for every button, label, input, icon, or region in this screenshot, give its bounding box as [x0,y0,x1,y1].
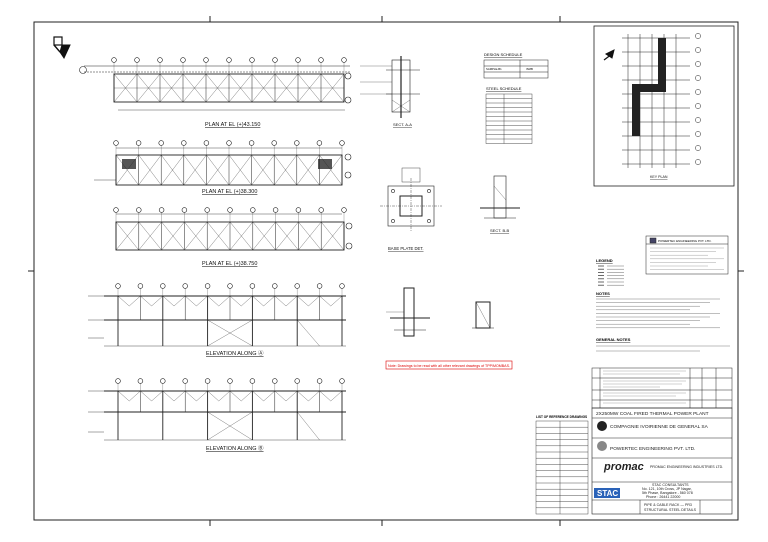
red-note: Note: Drawings to be read with all other… [388,364,510,368]
design-schedule-title: DESIGN SCHEDULE [484,52,523,57]
key-plan-north-arrow-icon [603,49,615,61]
designer-phone: Phone : 26441 22000 [646,495,680,499]
elevation-view-2 [88,378,346,441]
drawing-title-2: STRUCTURAL STEEL DETAILS [644,508,697,512]
plan-view-3 [113,207,353,251]
drawing-title-1: PIPE & CABLE RACK — PR3 [644,503,692,507]
plan-1-title: PLAN AT EL (+)43.150 [205,122,260,128]
stamp-company: POWERTEC ENGINEERING PVT. LTD. [658,239,712,243]
section-b-detail [480,175,520,219]
title-block-frame [591,407,733,515]
stamp-lines [650,247,724,270]
design-schedule-row-1-a: SAMPLE-B1 [486,67,502,71]
revision-text-lines [603,370,686,404]
steel-schedule-table [485,93,533,144]
drawing-title-box [639,500,701,514]
general-notes-title: GENERAL NOTES [596,337,631,342]
approval-stamp [645,235,729,275]
base-plate-title: BASE PLATE DET. [388,246,424,251]
notes-lines [596,298,720,328]
notes-title: NOTES [596,291,610,296]
project-name: 2X250MW COAL FIRED THERMAL POWER PLANT [596,411,709,417]
north-arrow-icon [53,36,71,60]
column-detail-2 [472,301,494,329]
list-table [535,420,589,515]
list-title: LIST OF REFERENCE DRAWINGS [536,415,587,419]
general-notes-lines [596,345,730,352]
sheet-border [28,16,744,526]
designer-address-1: No. 121, 10th Cross, JP Nagar, [642,487,692,491]
designer-name: STAC CONSULTANTS [652,483,689,487]
base-plate-detail [380,167,442,232]
contractor-name: POWERTEC ENGINEERING PVT. LTD. [610,446,695,452]
design-schedule-table [483,59,549,79]
key-plan-frame [593,25,735,187]
section-a-detail [360,56,420,118]
sect-b-title: SECT. B-B [490,228,509,233]
designer-logo-box [594,488,620,498]
plan-view-1 [79,57,352,111]
design-schedule-row-1-b: ISMB [526,67,533,71]
key-plan-grid [622,33,701,168]
column-detail-1 [386,287,430,337]
designer-address-2: 5th Phase, Bangalore - 560 078 [642,491,693,495]
owner-logo-icon [597,421,607,431]
designer-logo: STAC [597,489,618,498]
sect-a-title: SECT. A-A [393,122,412,127]
red-note-box [385,360,513,370]
revision-table [591,367,733,409]
elevation-view-1 [88,283,346,347]
elevation-1-title: ELEVATION ALONG Ⓐ [206,349,264,357]
plan-view-2 [94,140,352,186]
consultant-logo: promac [603,461,644,473]
legend-title: LEGEND [596,258,613,263]
owner-name: COMPAGNIE IVOIRIENNE DE GENERAL SA [610,424,709,430]
contractor-logo-icon [597,441,607,451]
steel-schedule-title: STEEL SCHEDULE [486,86,522,91]
plan-3-title: PLAN AT EL (+)38.750 [202,261,257,267]
elevation-2-title: ELEVATION ALONG Ⓑ [206,444,264,452]
plan-2-title: PLAN AT EL (+)38.300 [202,189,257,195]
consultant-name: PROMAC ENGINEERING INDUSTRIES LTD. [650,465,723,469]
key-plan-title: KEY PLAN [650,175,668,179]
legend-lines [598,265,624,286]
